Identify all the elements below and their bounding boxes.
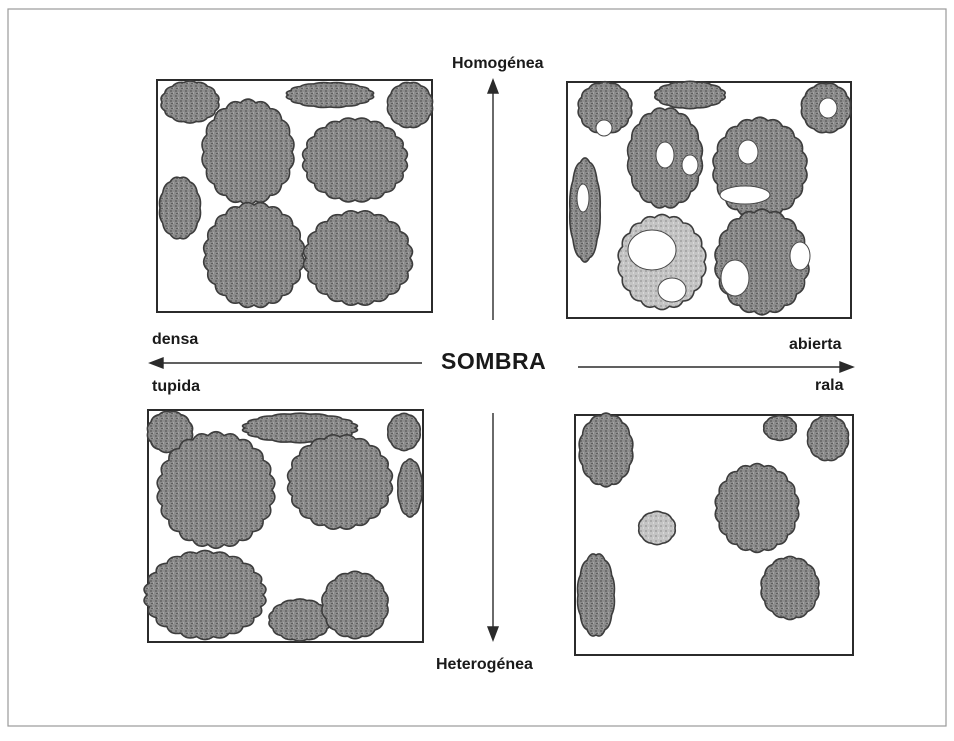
- canopy-gap: [682, 155, 698, 175]
- vertical-arrow-up: [488, 80, 498, 320]
- canopy-blob: [655, 81, 725, 108]
- top-label: Homogénea: [452, 55, 544, 73]
- canopy-gap: [721, 260, 749, 296]
- canopy-blob: [202, 99, 294, 205]
- bottom-label: Heterogénea: [436, 656, 533, 674]
- horizontal-arrow-right: [578, 362, 853, 372]
- canopy-gap: [738, 140, 758, 164]
- canopy-blob: [157, 432, 275, 549]
- canopy-blob: [713, 117, 807, 219]
- right-label-bottom: rala: [815, 377, 843, 395]
- canopy-blob: [288, 435, 393, 529]
- canopy-gap: [720, 186, 770, 204]
- canopy-gap: [656, 142, 674, 168]
- left-label-top: densa: [152, 331, 198, 349]
- canopy-blob: [639, 511, 676, 544]
- right-label-top: abierta: [789, 336, 841, 354]
- canopy-blob: [387, 82, 432, 127]
- vertical-arrow-down: [488, 413, 498, 640]
- center-label: SOMBRA: [441, 348, 546, 375]
- canopy-blob: [286, 83, 373, 108]
- canopy-gap: [819, 98, 837, 118]
- canopy-gap: [596, 120, 612, 136]
- canopy-blob: [807, 415, 848, 460]
- canopy-blob: [269, 599, 331, 641]
- canopy-blob: [204, 203, 305, 308]
- canopy-blob: [398, 459, 422, 517]
- canopy-blob: [159, 177, 200, 239]
- canopy-blob: [322, 571, 388, 638]
- canopy-blob: [764, 416, 797, 441]
- canopy-blob: [144, 550, 266, 639]
- canopy-blob: [761, 556, 819, 619]
- horizontal-arrow-left: [150, 358, 422, 368]
- canopy-blob: [715, 464, 799, 553]
- canopy-blob: [388, 413, 421, 450]
- canopy-gap: [790, 242, 810, 270]
- canopy-blob: [161, 81, 219, 123]
- canopy-blob: [303, 118, 408, 202]
- canopy-gap: [577, 184, 589, 212]
- canopy-gap: [628, 230, 676, 270]
- left-label-bottom: tupida: [152, 378, 200, 396]
- canopy-gap: [658, 278, 686, 302]
- canopy-blob: [304, 211, 413, 305]
- canopy-blob: [578, 554, 615, 636]
- canopy-blob: [579, 413, 633, 487]
